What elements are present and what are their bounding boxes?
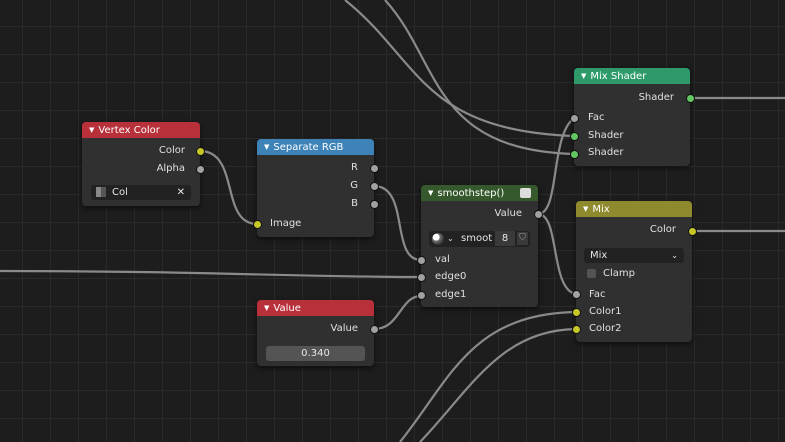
collapse-triangle-icon[interactable]: ▼	[264, 143, 270, 151]
layer-field[interactable]: Col ✕	[91, 185, 191, 200]
output-label-alpha: Alpha	[156, 163, 185, 174]
socket-edge0-in[interactable]	[417, 273, 426, 282]
value-field[interactable]: 0.340	[266, 346, 365, 361]
input-label-color1: Color1	[589, 306, 622, 317]
socket-mix-shader-shader2-in[interactable]	[570, 150, 579, 159]
node-header[interactable]: ▼Value	[257, 300, 374, 316]
socket-vertex-alpha-out[interactable]	[196, 165, 205, 174]
input-label-edge1: edge1	[435, 289, 467, 300]
output-label-color: Color	[158, 145, 185, 156]
input-label-fac: Fac	[589, 289, 606, 300]
collapse-triangle-icon[interactable]: ▼	[89, 126, 95, 134]
node-mix[interactable]: ▼Mix Color Mix ⌄ Clamp Fac Color1 Color2	[576, 201, 692, 342]
node-title: Mix Shader	[590, 71, 647, 82]
output-label-shader: Shader	[638, 92, 674, 103]
output-label-r: R	[351, 162, 358, 173]
script-selector[interactable]: ⌄ smoot 8 ⛉	[429, 231, 530, 247]
socket-mix-shader-out[interactable]	[686, 94, 695, 103]
layer-field-value: Col	[112, 187, 128, 198]
collapse-triangle-icon[interactable]: ▼	[583, 205, 589, 213]
link-bottom-color1	[399, 310, 577, 442]
output-label-color: Color	[649, 224, 676, 235]
node-separate-rgb[interactable]: ▼Separate RGB R G B Image	[257, 139, 374, 237]
link-g-val	[373, 184, 422, 262]
socket-b-out[interactable]	[370, 200, 379, 209]
input-label-color2: Color2	[589, 323, 622, 334]
node-header[interactable]: ▼smoothstep()	[421, 185, 538, 201]
close-icon[interactable]: ✕	[176, 187, 185, 198]
socket-mix-fac-in[interactable]	[572, 290, 581, 299]
socket-mix-color2-in[interactable]	[572, 325, 581, 334]
link-vertexcolor-image	[199, 149, 258, 226]
script-type-icon[interactable]	[432, 233, 444, 245]
input-label-val: val	[435, 254, 450, 265]
script-node-icon	[520, 188, 531, 198]
chevron-down-icon: ⌄	[671, 251, 678, 260]
collapse-triangle-icon[interactable]: ▼	[581, 72, 587, 80]
output-label-value: Value	[494, 208, 522, 219]
socket-mix-shader-shader1-in[interactable]	[570, 132, 579, 141]
output-label-value: Value	[330, 323, 358, 334]
blend-mode-value: Mix	[590, 250, 608, 261]
vertex-color-layer-icon	[96, 187, 106, 197]
node-title: smoothstep()	[437, 188, 505, 199]
link-value-edge1	[373, 294, 422, 331]
link-top-left-b	[384, 0, 575, 156]
clamp-checkbox[interactable]	[587, 269, 596, 278]
node-title: Separate RGB	[273, 142, 344, 153]
link-smoothstep-mixfac	[537, 212, 577, 296]
input-label-image: Image	[270, 218, 302, 229]
socket-mix-color-out[interactable]	[688, 227, 697, 236]
output-label-b: B	[351, 198, 358, 209]
node-header[interactable]: ▼Vertex Color	[82, 122, 200, 138]
node-header[interactable]: ▼Mix Shader	[574, 68, 690, 84]
node-header[interactable]: ▼Mix	[576, 201, 692, 217]
users-count[interactable]: 8	[495, 231, 515, 246]
link-top-left-a	[344, 0, 575, 138]
node-title: Value	[273, 303, 301, 314]
socket-mix-shader-fac-in[interactable]	[570, 114, 579, 123]
socket-value-out[interactable]	[370, 325, 379, 334]
node-vertex-color[interactable]: ▼Vertex Color Color Alpha Col ✕	[82, 122, 200, 206]
node-mix-shader[interactable]: ▼Mix Shader Shader Fac Shader Shader	[574, 68, 690, 166]
socket-g-out[interactable]	[370, 182, 379, 191]
link-smoothstep-fac	[537, 117, 575, 216]
output-label-g: G	[350, 180, 358, 191]
input-label-shader-2: Shader	[588, 147, 624, 158]
input-label-edge0: edge0	[435, 271, 467, 282]
socket-mix-color1-in[interactable]	[572, 308, 581, 317]
socket-smoothstep-value-out[interactable]	[534, 210, 543, 219]
link-bottom-color2	[419, 327, 577, 442]
chevron-down-icon[interactable]: ⌄	[447, 234, 454, 243]
socket-image-in[interactable]	[253, 220, 262, 229]
socket-r-out[interactable]	[370, 164, 379, 173]
socket-vertex-color-out[interactable]	[196, 147, 205, 156]
script-name-field[interactable]: smoot	[459, 231, 495, 246]
node-header[interactable]: ▼Separate RGB	[257, 139, 374, 155]
socket-edge1-in[interactable]	[417, 291, 426, 300]
input-label-shader-1: Shader	[588, 130, 624, 141]
clamp-label: Clamp	[603, 268, 635, 279]
fake-user-shield-icon[interactable]: ⛉	[517, 232, 528, 245]
node-title: Mix	[592, 204, 610, 215]
blend-mode-dropdown[interactable]: Mix ⌄	[584, 248, 684, 263]
node-smoothstep[interactable]: ▼smoothstep() Value ⌄ smoot 8 ⛉ val edge…	[421, 185, 538, 307]
collapse-triangle-icon[interactable]: ▼	[428, 189, 434, 197]
node-title: Vertex Color	[98, 125, 160, 136]
link-left-edge0	[0, 269, 422, 279]
socket-val-in[interactable]	[417, 256, 426, 265]
node-value[interactable]: ▼Value Value 0.340	[257, 300, 374, 366]
collapse-triangle-icon[interactable]: ▼	[264, 304, 270, 312]
input-label-fac: Fac	[588, 112, 605, 123]
